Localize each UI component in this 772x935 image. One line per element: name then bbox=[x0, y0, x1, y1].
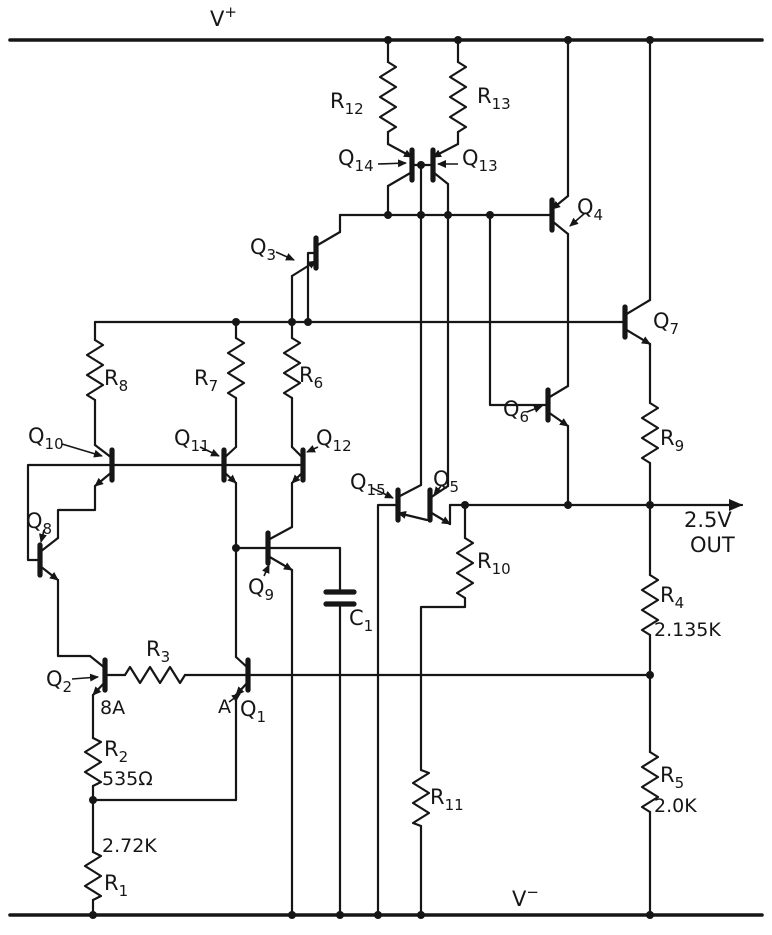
label-r9: R9 bbox=[660, 426, 684, 455]
v-plus-label: V+ bbox=[210, 3, 237, 31]
label-r7: R7 bbox=[194, 366, 218, 395]
label-c1: C1 bbox=[349, 606, 373, 635]
label-r1: R1 bbox=[104, 871, 128, 900]
label-q3: Q3 bbox=[250, 235, 276, 264]
label-q6: Q6 bbox=[503, 397, 529, 426]
resistor-r8 bbox=[85, 338, 105, 402]
label-r11: R11 bbox=[430, 785, 464, 814]
transistor-q8 bbox=[37, 536, 60, 582]
label-q13: Q13 bbox=[462, 146, 498, 175]
label-r5: R5 bbox=[660, 763, 684, 792]
transistor-q13 bbox=[430, 142, 460, 186]
output-voltage-label: 2.5V bbox=[684, 508, 732, 532]
resistor-r2 bbox=[83, 736, 103, 788]
resistor-r7 bbox=[226, 336, 246, 400]
output-out-label: OUT bbox=[690, 533, 735, 557]
label-r10: R10 bbox=[477, 549, 511, 578]
v-minus-label: V− bbox=[512, 883, 539, 911]
label-q12: Q12 bbox=[316, 426, 352, 455]
resistor-r6 bbox=[282, 336, 302, 400]
label-q4: Q4 bbox=[577, 195, 603, 224]
transistor-q7 bbox=[622, 298, 652, 346]
label-q8: Q8 bbox=[26, 509, 52, 538]
label-r6: R6 bbox=[299, 363, 323, 392]
labels: V+ V− R12 R13 Q14 Q13 Q3 Q4 Q7 R8 R7 R6 … bbox=[26, 3, 735, 911]
resistor-r5 bbox=[640, 750, 660, 814]
label-r4: R4 bbox=[660, 583, 684, 612]
wire-network bbox=[26, 38, 744, 917]
label-r2: R2 bbox=[104, 737, 128, 766]
label-pointer-arrows bbox=[39, 159, 586, 703]
label-q2: Q2 bbox=[46, 667, 72, 696]
transistor-q11 bbox=[221, 445, 238, 485]
label-q1: Q1 bbox=[240, 697, 266, 726]
junction-dots bbox=[89, 36, 654, 919]
label-q9: Q9 bbox=[248, 575, 274, 604]
value-r4: 2.135K bbox=[654, 619, 721, 641]
transistor-q6 bbox=[545, 384, 570, 428]
label-q11: Q11 bbox=[174, 426, 210, 455]
resistor-r10 bbox=[455, 536, 475, 600]
transistor-symbols bbox=[37, 142, 652, 697]
label-r8: R8 bbox=[104, 366, 128, 395]
resistor-r3 bbox=[123, 665, 187, 685]
label-q10: Q10 bbox=[28, 424, 64, 453]
value-r2: 535Ω bbox=[102, 768, 153, 790]
resistor-r12 bbox=[378, 60, 398, 134]
label-r3: R3 bbox=[146, 637, 170, 666]
transistor-q12 bbox=[290, 445, 306, 485]
transistor-q3 bbox=[290, 230, 342, 278]
resistor-r9 bbox=[640, 401, 660, 465]
transistor-q15 bbox=[395, 483, 429, 523]
label-q14: Q14 bbox=[338, 146, 374, 175]
capacitor-c1-symbol bbox=[323, 589, 357, 607]
resistor-r4 bbox=[640, 573, 660, 637]
resistor-r11 bbox=[411, 768, 431, 828]
area-annotation-q2: 8A bbox=[100, 697, 125, 719]
label-r13: R13 bbox=[477, 84, 511, 113]
label-q5: Q5 bbox=[433, 467, 459, 496]
resistor-r1 bbox=[83, 850, 103, 902]
label-q7: Q7 bbox=[653, 309, 679, 338]
resistor-symbols bbox=[83, 60, 660, 902]
transistor-q14 bbox=[386, 142, 415, 188]
area-annotation-q1: A bbox=[218, 696, 231, 718]
value-r1: 2.72K bbox=[102, 835, 157, 857]
transistor-q5 bbox=[427, 484, 452, 526]
transistor-q9 bbox=[265, 525, 294, 572]
transistor-q2 bbox=[88, 654, 108, 697]
label-q15: Q15 bbox=[350, 470, 386, 499]
value-r5: 2.0K bbox=[654, 795, 697, 817]
transistor-q10 bbox=[93, 443, 115, 488]
transistor-q1 bbox=[234, 655, 251, 697]
resistor-r13 bbox=[448, 60, 468, 134]
label-r12: R12 bbox=[330, 89, 364, 118]
transistor-q4 bbox=[549, 194, 570, 236]
